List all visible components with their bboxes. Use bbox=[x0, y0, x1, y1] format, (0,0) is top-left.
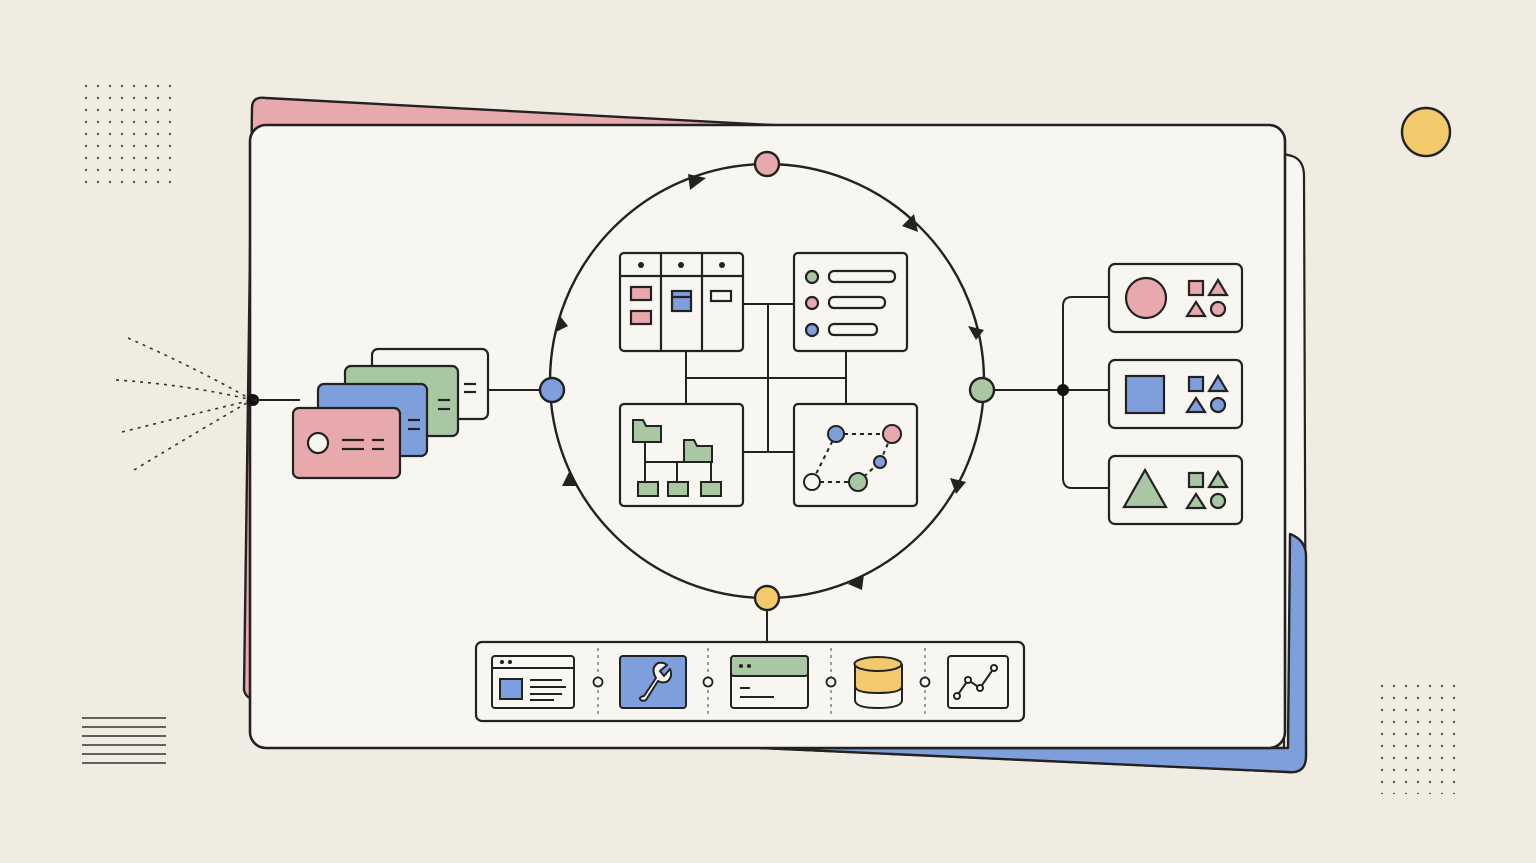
wrench-tool-icon[interactable] bbox=[619, 655, 687, 709]
square-shape-card-icon bbox=[1107, 358, 1244, 430]
terminal-window-icon[interactable] bbox=[730, 655, 809, 709]
folder-tree-icon bbox=[618, 402, 745, 508]
input-rays bbox=[115, 337, 253, 471]
branch-junction-node bbox=[1057, 384, 1069, 396]
checklist-icon bbox=[792, 251, 909, 353]
kanban-board-icon bbox=[618, 251, 745, 353]
green-node-icon bbox=[968, 376, 996, 404]
sun-dot-decoration bbox=[1400, 106, 1452, 158]
input-card-stack bbox=[291, 347, 490, 480]
panel-connectors bbox=[685, 303, 847, 453]
circle-shape-card-icon bbox=[1107, 262, 1244, 334]
dot-grid-bottom-right bbox=[1380, 678, 1460, 794]
browser-window-icon[interactable] bbox=[491, 655, 575, 709]
database-icon[interactable] bbox=[853, 656, 903, 710]
pink-id-card-icon bbox=[291, 406, 402, 480]
blue-node-icon bbox=[538, 376, 566, 404]
stripe-lines-decoration bbox=[82, 717, 166, 764]
yellow-node-icon bbox=[753, 584, 781, 612]
pink-node-icon bbox=[753, 150, 781, 178]
triangle-shape-card-icon bbox=[1107, 454, 1244, 526]
dot-grid-top-left bbox=[78, 78, 176, 184]
line-chart-icon[interactable] bbox=[947, 655, 1009, 709]
cycle-arrows bbox=[556, 174, 984, 590]
node-graph-icon bbox=[792, 402, 919, 508]
